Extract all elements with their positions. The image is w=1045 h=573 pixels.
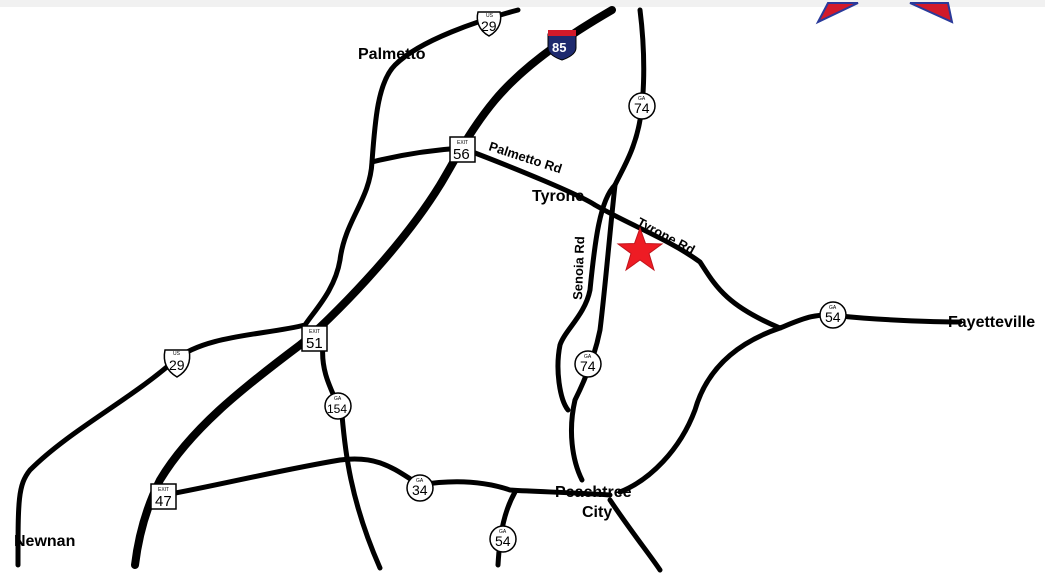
town-peachtree-city-line2: City	[582, 504, 612, 521]
location-star-icon[interactable]	[616, 226, 664, 272]
road-ga54-east	[777, 312, 963, 331]
exit-51-marker: EXIT 51	[301, 325, 328, 352]
svg-text:US: US	[486, 13, 494, 19]
corner-logo-icon	[815, 2, 954, 25]
shield-ga154: GA 154	[324, 392, 352, 420]
svg-text:34: 34	[412, 482, 428, 498]
label-senoia-rd: Senoia Rd	[570, 236, 587, 300]
svg-text:EXIT: EXIT	[309, 329, 320, 335]
svg-text:US: US	[173, 351, 181, 357]
shield-ga74-mid: GA 74	[574, 350, 602, 378]
road-pc-to-ga54	[617, 325, 783, 495]
shield-ga54-south: GA 54	[489, 525, 517, 553]
road-ga74-south	[569, 182, 618, 483]
top-strip	[0, 0, 1045, 7]
svg-text:74: 74	[634, 100, 650, 116]
svg-text:GA: GA	[334, 396, 342, 402]
svg-text:56: 56	[453, 146, 470, 163]
road-senoia	[555, 182, 618, 413]
svg-text:54: 54	[495, 533, 511, 549]
road-pc-south	[607, 497, 663, 573]
road-ga74-north	[612, 7, 647, 188]
svg-text:GA: GA	[416, 478, 424, 484]
town-tyrone: Tyrone	[532, 188, 584, 205]
road-ga34	[162, 456, 613, 498]
exit-56-marker: EXIT 56	[449, 136, 476, 163]
svg-text:29: 29	[481, 18, 497, 34]
svg-text:EXIT: EXIT	[158, 487, 169, 493]
road-i85	[131, 6, 616, 569]
road-us29-south	[15, 159, 375, 568]
svg-text:29: 29	[169, 357, 185, 373]
svg-text:74: 74	[580, 358, 596, 374]
svg-text:47: 47	[155, 493, 172, 510]
svg-text:154: 154	[327, 402, 347, 416]
town-fayetteville: Fayetteville	[948, 314, 1035, 331]
shield-i85: 85 I	[547, 30, 577, 61]
svg-text:GA: GA	[829, 305, 837, 311]
road-palmetto-connector	[369, 145, 465, 165]
town-palmetto: Palmetto	[358, 46, 426, 63]
svg-text:54: 54	[825, 309, 841, 325]
shield-ga34: GA 34	[406, 474, 434, 502]
svg-text:GA: GA	[499, 529, 507, 535]
road-ga54-south	[495, 489, 518, 568]
svg-text:51: 51	[306, 335, 323, 352]
road-palmetto-tyrone	[459, 145, 783, 331]
svg-text:EXIT: EXIT	[457, 140, 468, 146]
town-newnan: Newnan	[14, 533, 75, 550]
svg-text:GA: GA	[584, 354, 592, 360]
svg-text:85: 85	[552, 40, 566, 55]
town-peachtree-city-line1: Peachtree	[555, 484, 632, 501]
shield-us29-left: US 29	[163, 349, 191, 378]
road-ga154	[320, 342, 383, 571]
svg-text:GA: GA	[638, 96, 646, 102]
shield-us29-top: US 29	[476, 11, 502, 37]
shield-ga74-top: GA 74	[628, 92, 656, 120]
shield-ga54-east: GA 54	[819, 301, 847, 329]
exit-47-marker: EXIT 47	[150, 483, 177, 510]
